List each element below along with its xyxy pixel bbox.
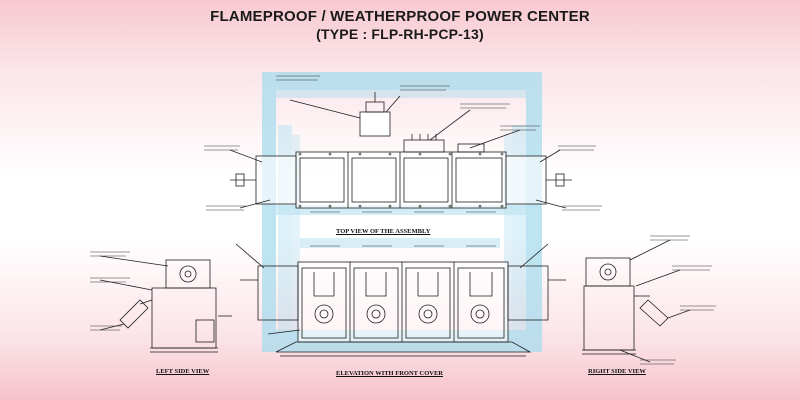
callout-marks [90, 75, 716, 365]
right-side-caption: RIGHT SIDE VIEW [588, 368, 646, 375]
top-view [229, 92, 572, 209]
right-side-view [582, 239, 691, 363]
elevation-view [235, 243, 566, 357]
elevation-caption: ELEVATION WITH FRONT COVER [336, 370, 443, 377]
page-subtitle: (TYPE : FLP-RH-PCP-13) [316, 26, 484, 42]
top-view-caption: TOP VIEW OF THE ASSEMBLY [336, 228, 431, 235]
page-title: FLAMEPROOF / WEATHERPROOF POWER CENTER [210, 8, 590, 25]
left-side-caption: LEFT SIDE VIEW [156, 368, 210, 375]
left-side-view [99, 255, 232, 353]
